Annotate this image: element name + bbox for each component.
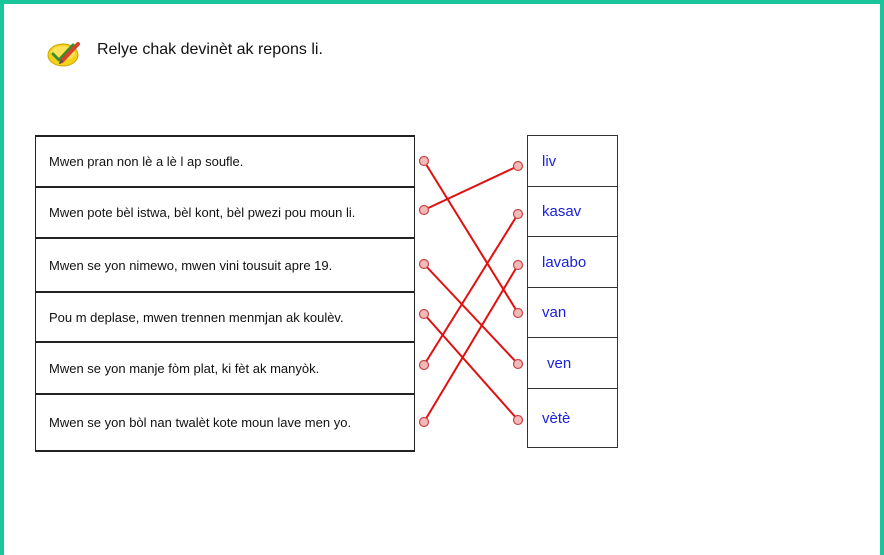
riddle-row: Mwen pran non lè a lè l ap soufle. — [36, 137, 414, 188]
answer-connector-handle[interactable] — [512, 414, 524, 426]
answer-connector-handle[interactable] — [512, 358, 524, 370]
riddle-connector-handle[interactable] — [418, 258, 430, 270]
riddle-text: Mwen se yon nimewo, mwen vini tousuit ap… — [49, 257, 333, 273]
connection-line — [423, 165, 519, 211]
connection-line — [423, 264, 519, 423]
riddle-text: Mwen se yon bòl nan twalèt kote moun lav… — [49, 415, 352, 430]
connection-line — [423, 160, 519, 314]
riddle-row: Pou m deplase, mwen trennen menmjan ak k… — [36, 293, 414, 343]
riddle-row: Mwen se yon bòl nan twalèt kote moun lav… — [36, 395, 414, 452]
answer-row: ven — [528, 338, 617, 389]
connection-line — [423, 313, 519, 421]
answer-text: van — [542, 304, 567, 321]
riddle-connector-handle[interactable] — [418, 204, 430, 216]
riddle-text: Mwen pote bèl istwa, bèl kont, bèl pwezi… — [49, 205, 356, 220]
answer-text: kasav — [542, 203, 582, 220]
riddle-connector-handle[interactable] — [418, 155, 430, 167]
connection-line — [423, 213, 519, 366]
riddle-connector-handle[interactable] — [418, 359, 430, 371]
answer-text: liv — [542, 152, 557, 170]
answer-row: lavabo — [528, 237, 617, 288]
answer-row: kasav — [528, 187, 617, 237]
riddle-text: Pou m deplase, mwen trennen menmjan ak k… — [49, 309, 344, 325]
riddle-row: Mwen se yon manje fòm plat, ki fèt ak ma… — [36, 343, 414, 395]
riddle-text: Mwen se yon manje fòm plat, ki fèt ak ma… — [49, 360, 320, 376]
answer-row: vètè — [528, 389, 617, 447]
answer-row: van — [528, 288, 617, 338]
answer-connector-handle[interactable] — [512, 307, 524, 319]
riddle-row: Mwen se yon nimewo, mwen vini tousuit ap… — [36, 239, 414, 293]
answer-connector-handle[interactable] — [512, 208, 524, 220]
riddle-connector-handle[interactable] — [418, 416, 430, 428]
answer-table: liv kasav lavabo van ven vètè — [527, 135, 618, 448]
answer-text: ven — [547, 354, 572, 372]
connection-line — [423, 263, 519, 365]
riddle-text: Mwen pran non lè a lè l ap soufle. — [49, 154, 244, 169]
riddle-connector-handle[interactable] — [418, 308, 430, 320]
answer-row: liv — [528, 136, 617, 187]
instruction-text: Relye chak devinèt ak repons li. — [97, 41, 323, 58]
answer-connector-handle[interactable] — [512, 259, 524, 271]
riddle-table: Mwen pran non lè a lè l ap soufle. Mwen … — [35, 135, 415, 452]
answer-text: lavabo — [542, 253, 587, 271]
answer-connector-handle[interactable] — [512, 160, 524, 172]
pencil-check-icon — [47, 42, 80, 67]
answer-text: vètè — [542, 409, 571, 427]
riddle-row: Mwen pote bèl istwa, bèl kont, bèl pwezi… — [36, 188, 414, 239]
